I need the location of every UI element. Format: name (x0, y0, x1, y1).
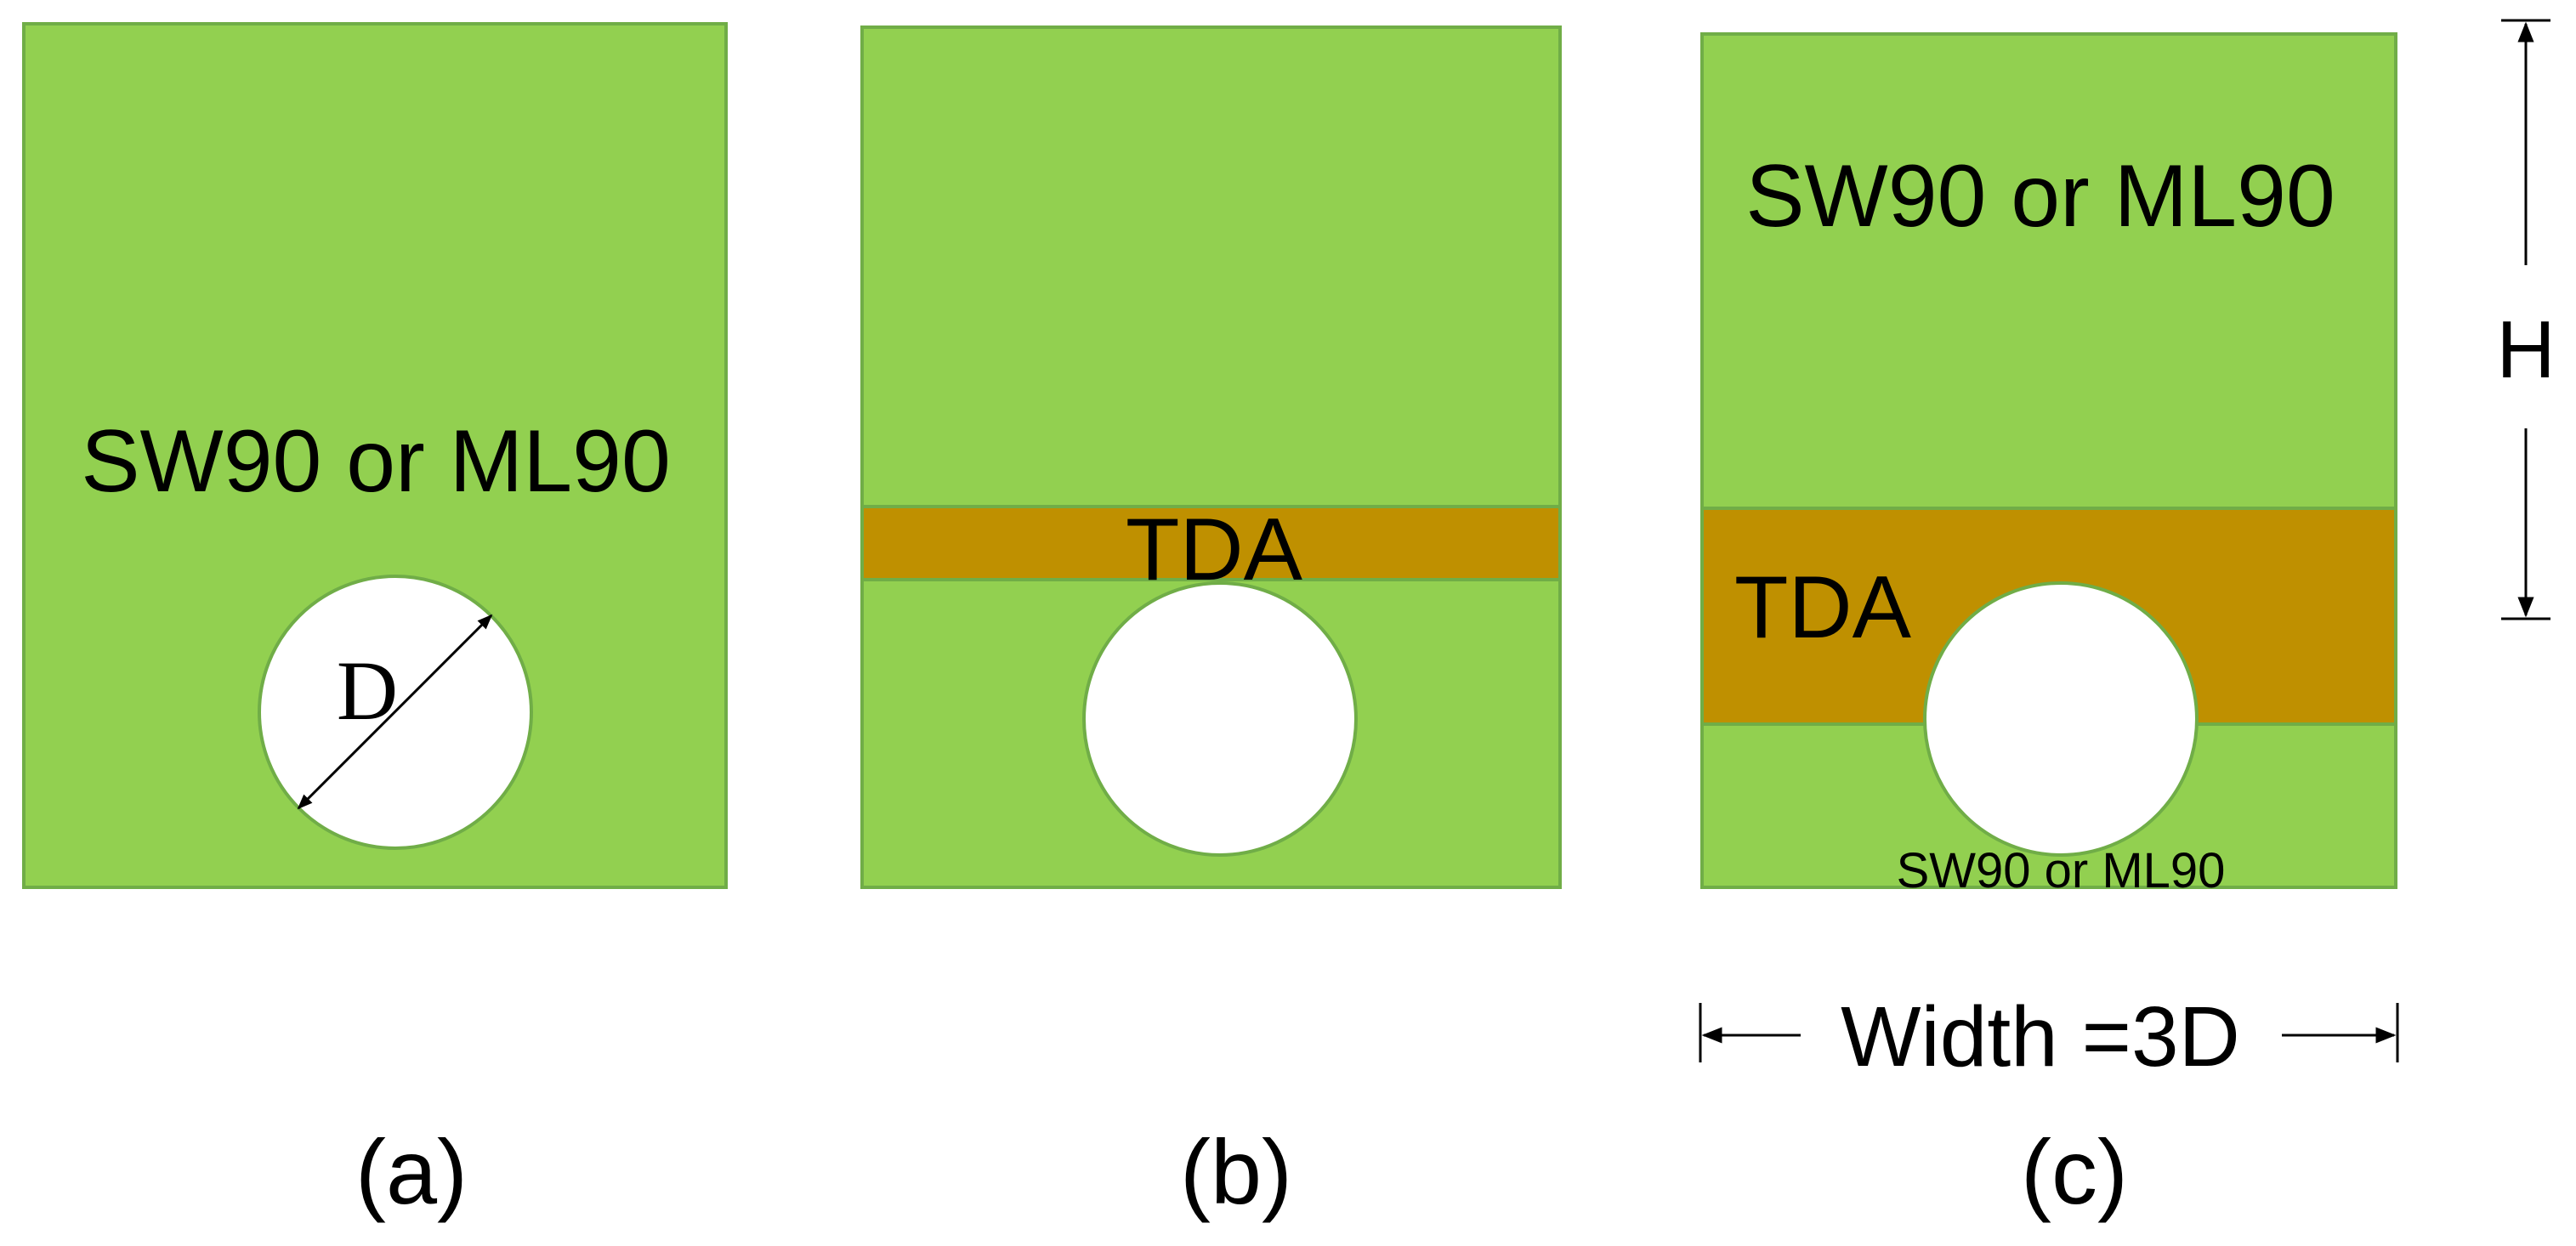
panel-b-caption: (b) (1180, 1120, 1292, 1223)
panel-b-tda-layer (860, 505, 1562, 581)
panel-a-diameter-label: D (337, 643, 398, 738)
panel-a-soil-label: SW90 or ML90 (81, 412, 671, 511)
height-dimension: H (2496, 19, 2556, 620)
panel-a-caption: (a) (355, 1120, 468, 1223)
panel-b: TDA (b) (860, 25, 1562, 1223)
panel-a-diameter-arrow (297, 614, 493, 810)
panel-c-soil-label-bottom: SW90 or ML90 (1897, 843, 2226, 898)
panel-c: SW90 or ML90 TDA SW90 or ML90 Width =3D … (1699, 32, 2399, 1223)
height-dimension-label: H (2496, 304, 2555, 395)
panel-c-tunnel-opening (1923, 581, 2199, 857)
panel-a: SW90 or ML90 D (a) (22, 22, 728, 1223)
width-dimension-label: Width =3D (1841, 989, 2240, 1085)
panel-c-soil-label-top: SW90 or ML90 (1745, 147, 2335, 246)
panel-c-tda-label: TDA (1734, 558, 1912, 657)
panel-b-tunnel-opening (1082, 581, 1358, 857)
panel-b-tda-label: TDA (1126, 501, 1303, 599)
panel-c-caption: (c) (2021, 1120, 2128, 1223)
